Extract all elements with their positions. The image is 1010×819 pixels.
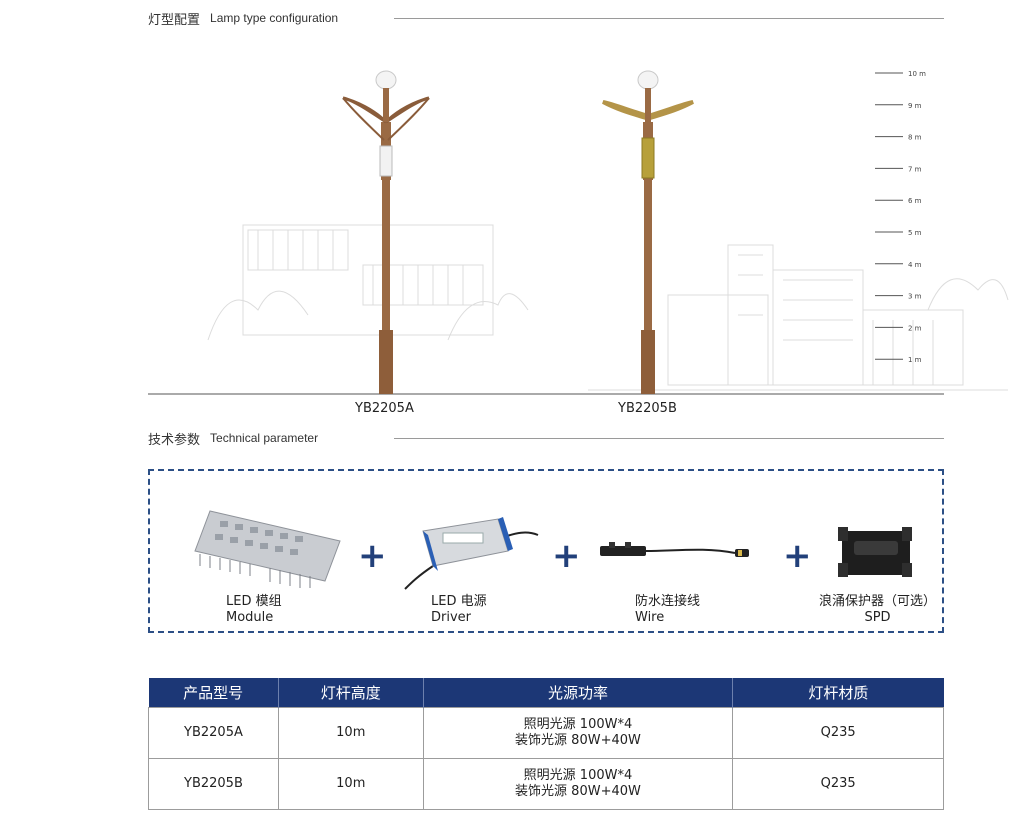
- header-height: 灯杆高度: [277, 678, 424, 707]
- scale-label: 4 m: [908, 261, 922, 269]
- led-driver-image: [404, 517, 539, 590]
- header-model: 产品型号: [148, 678, 279, 707]
- lamp-a: [342, 70, 430, 394]
- component-driver-en: Driver: [431, 610, 472, 625]
- component-spd: 浪涌保护器（可选） SPD: [810, 594, 945, 626]
- cell-model: YB2205A: [148, 706, 279, 759]
- background-buildings: [207, 224, 1009, 391]
- table-row: YB2205A 10m 照明光源 100W*4 装饰光源 80W+40W Q23…: [148, 706, 944, 759]
- component-module: LED 模组 Module: [226, 594, 282, 626]
- plus-sign: +: [552, 536, 581, 576]
- model-label-b: YB2205B: [618, 401, 677, 416]
- component-module-en: Module: [226, 610, 274, 625]
- scale-label: 2 m: [908, 324, 922, 332]
- component-wire-en: Wire: [635, 610, 665, 625]
- component-wire-cn: 防水连接线: [635, 594, 701, 609]
- component-spd-en: SPD: [864, 610, 891, 625]
- cell-height: 10m: [277, 706, 424, 759]
- component-driver-cn: LED 电源: [431, 594, 487, 609]
- component-wire: 防水连接线 Wire: [635, 594, 700, 626]
- scale-label: 7 m: [908, 165, 922, 173]
- cell-power: 照明光源 100W*4 装饰光源 80W+40W: [422, 706, 734, 759]
- wire-image: [600, 542, 749, 557]
- section-header-lamp-config: 灯型配置 Lamp type configuration: [148, 8, 944, 28]
- component-driver: LED 电源 Driver: [431, 594, 487, 626]
- table-header-row: 产品型号 灯杆高度 光源功率 灯杆材质: [148, 678, 944, 707]
- header-power: 光源功率: [422, 678, 733, 707]
- plus-sign: +: [783, 536, 812, 576]
- spec-table: 产品型号 灯杆高度 光源功率 灯杆材质 YB2205A 10m 照明光源 100…: [148, 678, 944, 810]
- section-title-en: Technical parameter: [210, 431, 319, 445]
- scale-label: 5 m: [908, 229, 922, 237]
- cell-model: YB2205B: [148, 757, 279, 810]
- cell-height: 10m: [277, 757, 424, 810]
- component-module-cn: LED 模组: [226, 594, 282, 609]
- led-module-image: [194, 510, 341, 588]
- spd-image: [838, 527, 912, 577]
- scale-label: 8 m: [908, 134, 922, 142]
- scale-label: 3 m: [908, 293, 922, 301]
- plus-sign: +: [358, 536, 387, 576]
- scale-label: 9 m: [908, 102, 922, 110]
- scale-label: 10 m: [908, 70, 926, 78]
- components-box: LED 模组 Module + LED 电源 Driver + 防水连接线 Wi…: [148, 469, 944, 633]
- scale-label: 6 m: [908, 197, 922, 205]
- section-title-cn: 技术参数: [148, 432, 201, 448]
- cell-material: Q235: [732, 706, 944, 759]
- component-spd-cn: 浪涌保护器（可选）: [818, 594, 936, 609]
- lamp-illustration-svg: 10 m 9 m 8 m 7 m 6 m 5 m 4 m 3 m 2 m 1 m: [148, 70, 1009, 395]
- section-rule: [394, 18, 944, 19]
- table-row: YB2205B 10m 照明光源 100W*4 装饰光源 80W+40W Q23…: [148, 757, 944, 810]
- section-rule: [394, 438, 944, 439]
- scale-label: 1 m: [908, 356, 922, 364]
- height-scale: 10 m 9 m 8 m 7 m 6 m 5 m 4 m 3 m 2 m 1 m: [875, 70, 926, 364]
- cell-material: Q235: [732, 757, 944, 810]
- section-title-cn: 灯型配置: [148, 12, 201, 28]
- model-label-a: YB2205A: [355, 401, 414, 416]
- section-header-tech-param: 技术参数 Technical parameter: [148, 428, 944, 448]
- header-material: 灯杆材质: [732, 678, 944, 707]
- lamp-b: [602, 70, 694, 394]
- cell-power: 照明光源 100W*4 装饰光源 80W+40W: [422, 757, 734, 810]
- section-title-en: Lamp type configuration: [210, 11, 339, 25]
- lamp-illustration: 10 m 9 m 8 m 7 m 6 m 5 m 4 m 3 m 2 m 1 m: [148, 40, 1010, 412]
